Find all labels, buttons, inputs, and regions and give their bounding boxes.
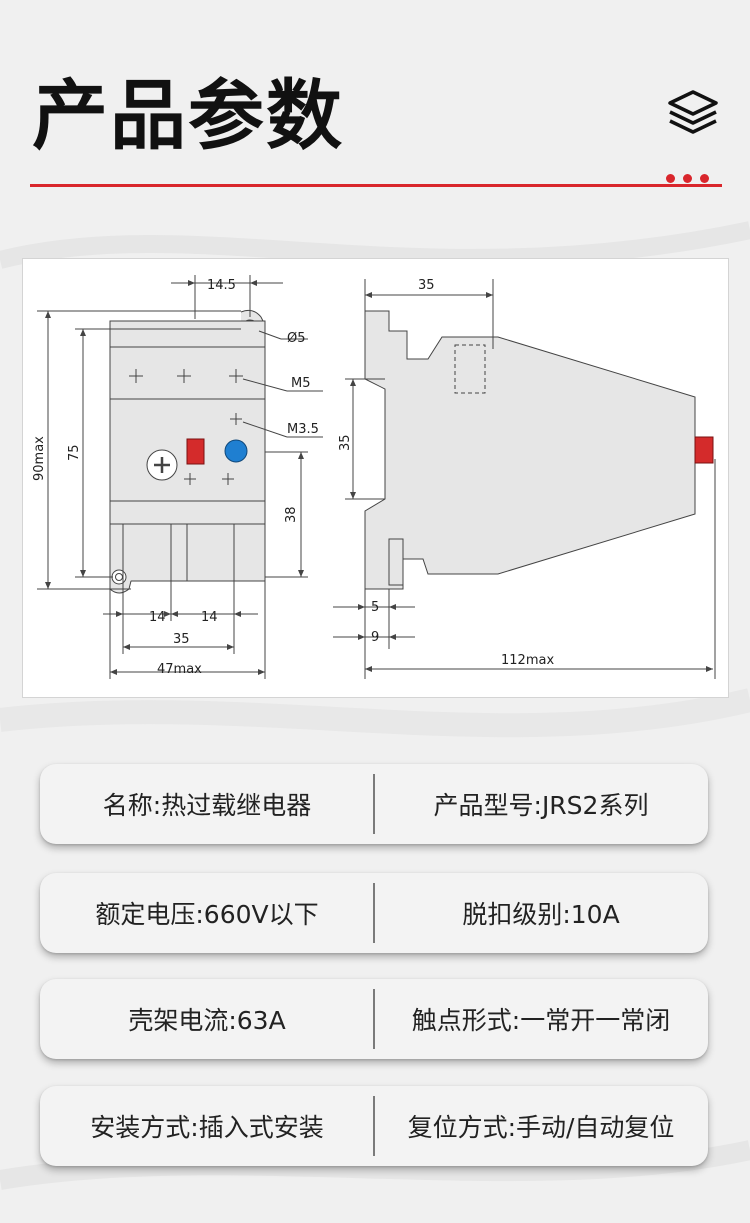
dim-label: 112max bbox=[501, 653, 554, 668]
reset-button-marker bbox=[186, 438, 205, 465]
spec-divider bbox=[373, 774, 375, 834]
dim-label: 90max bbox=[32, 436, 47, 481]
dim-label: M5 bbox=[291, 376, 311, 391]
dim-label: 47max bbox=[157, 662, 202, 677]
page-title: 产品参数 bbox=[32, 71, 344, 160]
spec-rated-voltage: 额定电压:660V以下 bbox=[95, 900, 319, 929]
spec-mounting: 安装方式:插入式安装 bbox=[90, 1113, 324, 1142]
dim-label: 14 bbox=[149, 610, 166, 625]
spec-divider bbox=[373, 883, 375, 943]
layers-icon bbox=[668, 90, 718, 134]
dim-label: 35 bbox=[418, 278, 435, 293]
decorative-dots bbox=[666, 168, 717, 187]
dim-label: M3.5 bbox=[287, 422, 319, 437]
spec-reset-mode: 复位方式:手动/自动复位 bbox=[407, 1113, 675, 1142]
spec-card: 额定电压:660V以下 脱扣级别:10A bbox=[40, 873, 708, 953]
dimension-drawing: 14.5 Ø5 M5 M3.5 90max 75 38 14 14 35 47m… bbox=[22, 258, 729, 698]
spec-card: 安装方式:插入式安装 复位方式:手动/自动复位 bbox=[40, 1086, 708, 1166]
dim-label: Ø5 bbox=[287, 331, 306, 346]
dim-label: 38 bbox=[284, 506, 299, 523]
dot-icon bbox=[666, 174, 675, 183]
reset-button-side-marker bbox=[694, 436, 714, 464]
spec-product-name: 名称:热过载继电器 bbox=[102, 791, 312, 820]
dim-label: 9 bbox=[371, 630, 379, 645]
spec-card: 名称:热过载继电器 产品型号:JRS2系列 bbox=[40, 764, 708, 844]
dot-icon bbox=[683, 174, 692, 183]
spec-card: 壳架电流:63A 触点形式:一常开一常闭 bbox=[40, 979, 708, 1059]
dim-label: 35 bbox=[173, 632, 190, 647]
spec-contact-form: 触点形式:一常开一常闭 bbox=[411, 1006, 671, 1035]
dim-label: 14.5 bbox=[207, 278, 236, 293]
dot-icon bbox=[700, 174, 709, 183]
adjust-knob-marker bbox=[224, 439, 248, 463]
spec-trip-class: 脱扣级别:10A bbox=[462, 900, 620, 929]
spec-model: 产品型号:JRS2系列 bbox=[433, 791, 649, 820]
dim-label: 75 bbox=[67, 444, 82, 461]
spec-frame-current: 壳架电流:63A bbox=[128, 1006, 286, 1035]
dim-label: 35 bbox=[338, 434, 353, 451]
dim-label: 5 bbox=[371, 600, 379, 615]
spec-divider bbox=[373, 989, 375, 1049]
drawing-svg: 14.5 Ø5 M5 M3.5 90max 75 38 14 14 35 47m… bbox=[32, 275, 716, 679]
spec-divider bbox=[373, 1096, 375, 1156]
title-underline bbox=[30, 184, 722, 187]
dim-label: 14 bbox=[201, 610, 218, 625]
